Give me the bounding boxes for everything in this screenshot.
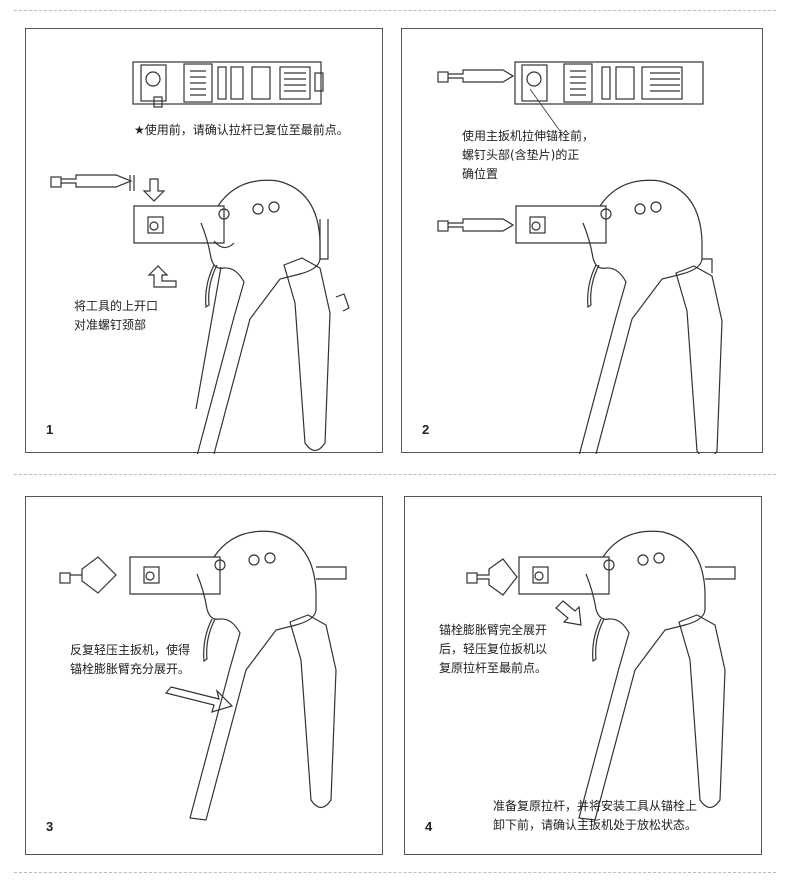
step-panel-4: 4 锚栓膨胀臂完全展开 后，轻压复位扳机以 复原拉杆至最前点。 准备复原拉杆，并… xyxy=(404,496,762,855)
step-caption: 将工具的上开口 对准螺钉颈部 xyxy=(74,299,159,332)
step-note: ★使用前，请确认拉杆已复位至最前点。 xyxy=(134,123,349,137)
riveter-illustration-3 xyxy=(59,530,347,821)
step-panel-3: 3 反复轻压主扳机，使得 锚栓膨胀臂充分展开。 xyxy=(25,496,383,855)
step-caption: 反复轻压主扳机，使得 锚栓膨胀臂充分展开。 xyxy=(70,643,191,676)
step-caption: 锚栓膨胀臂完全展开 后，轻压复位扳机以 复原拉杆至最前点。 xyxy=(439,623,548,675)
press-arrow xyxy=(164,686,234,713)
down-arrow xyxy=(142,178,166,202)
separator-middle xyxy=(14,474,776,475)
callout-line xyxy=(529,88,561,132)
step-caption: 使用主扳机拉伸锚栓前， 螺钉头部(含垫片)的正 确位置 xyxy=(462,129,595,181)
anchor-bolt xyxy=(50,174,135,191)
riveter-tool xyxy=(437,179,723,454)
riveter-illustration-2 xyxy=(437,61,723,454)
press-arrow xyxy=(555,600,582,626)
step-number: 4 xyxy=(425,819,433,834)
riveter-tool xyxy=(518,530,736,821)
riveter-illustration-4 xyxy=(466,530,736,821)
tool-head-detail xyxy=(132,61,324,108)
step-panel-1: 1 ★使用前，请确认拉杆已复位至最前点。 将工具的上开口 对准螺钉颈部 xyxy=(25,28,383,454)
step-panel-2: 2 使用主扳机拉伸锚栓前， 螺钉头部(含垫片)的正 确位置 xyxy=(401,28,763,454)
step-number: 1 xyxy=(46,422,54,437)
tool-head-detail xyxy=(437,61,704,105)
riveter-tool xyxy=(133,179,350,454)
hook-arrow xyxy=(147,265,177,288)
separator-bottom xyxy=(14,872,776,873)
step-note: 准备复原拉杆，并将安装工具从锚栓上 卸下前，请确认主扳机处于放松状态。 xyxy=(493,799,698,832)
step-number: 3 xyxy=(46,819,54,834)
separator-top xyxy=(14,10,776,11)
riveter-tool xyxy=(129,530,347,821)
riveter-illustration-1 xyxy=(50,61,350,454)
expanded-anchor xyxy=(466,558,518,596)
expanded-anchor xyxy=(59,556,117,594)
step-number: 2 xyxy=(422,422,430,437)
